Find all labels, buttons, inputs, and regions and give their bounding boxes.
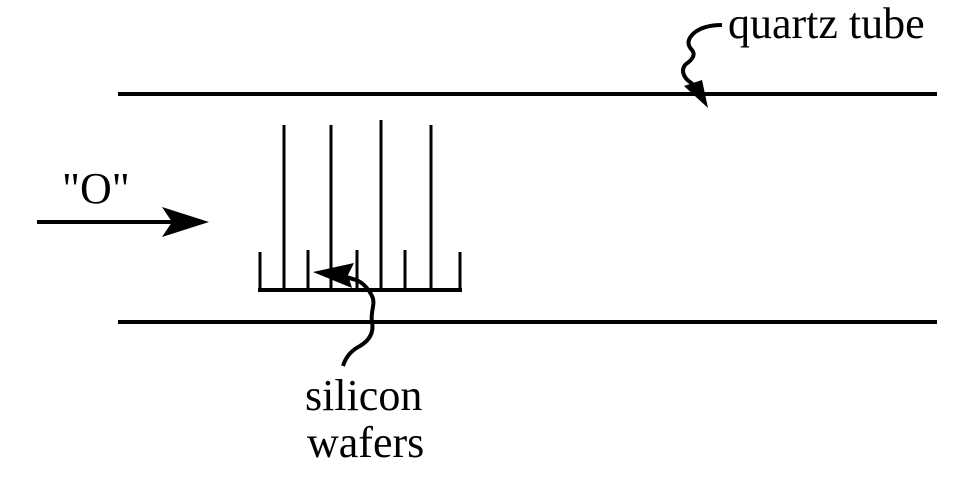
silicon-wafers-label-line2: wafers	[307, 418, 424, 467]
quartz-tube-label: quartz tube	[728, 0, 925, 48]
silicon-wafers-arrowhead	[313, 263, 354, 288]
oxygen-inlet-arrowhead	[162, 207, 209, 237]
silicon-wafers-label-line1: silicon	[305, 371, 422, 420]
quartz-tube-arrowhead	[684, 80, 708, 108]
quartz-tube-pointer	[681, 23, 723, 92]
oxygen-inlet-label: "O"	[62, 164, 130, 213]
silicon-wafers-pointer	[341, 274, 376, 367]
